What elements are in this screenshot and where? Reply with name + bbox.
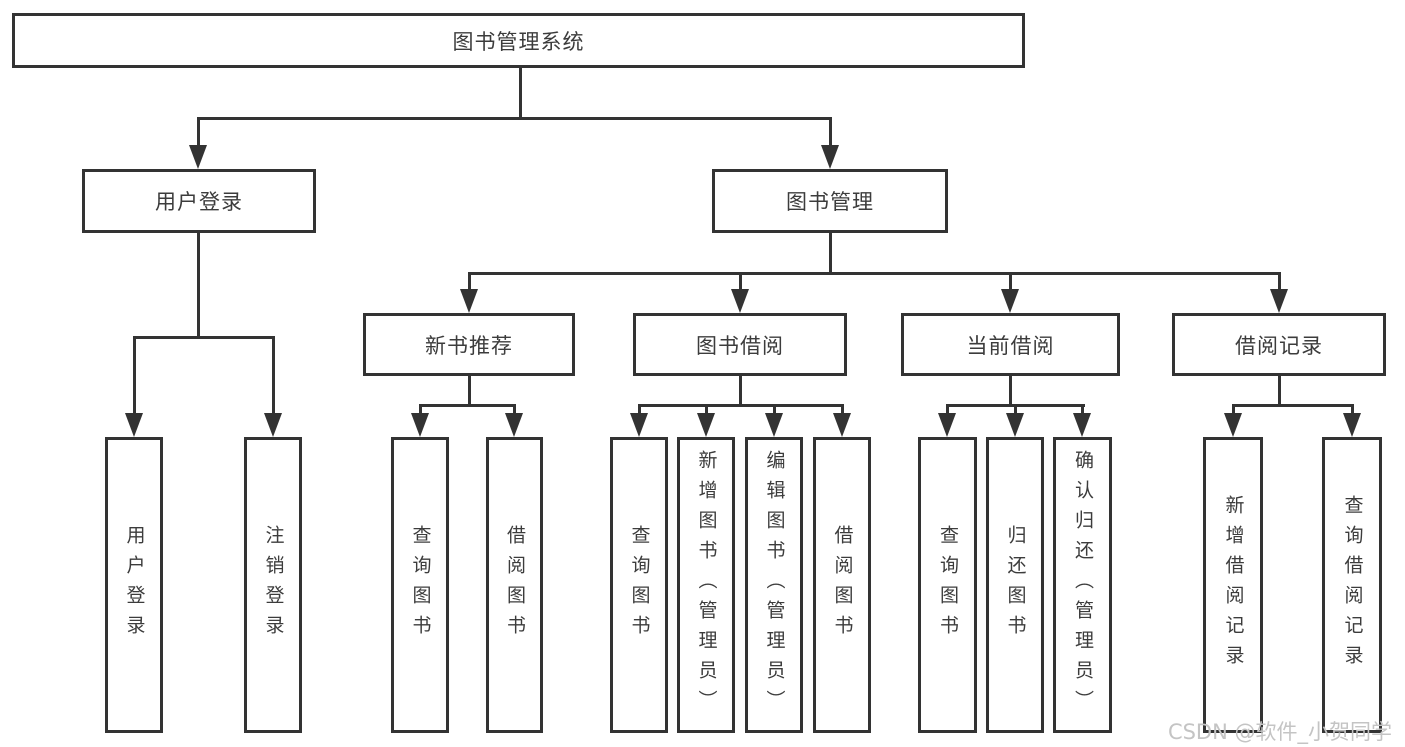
connector-stem xyxy=(739,376,742,407)
arrow-down-icon xyxy=(411,413,429,437)
leaf-query-books-3-label: 查询图书 xyxy=(937,525,959,645)
connector-shaft xyxy=(638,404,641,415)
leaf-borrow-books-1: 借阅图书 xyxy=(486,437,543,733)
node-user-login-branch-label: 用户登录 xyxy=(155,190,243,214)
connector-shaft xyxy=(419,404,422,415)
arrow-down-icon xyxy=(1001,289,1019,313)
arrow-down-icon xyxy=(833,413,851,437)
connector-shaft xyxy=(272,336,275,415)
leaf-borrow-books-2: 借阅图书 xyxy=(813,437,871,733)
connector-shaft xyxy=(705,404,708,415)
leaf-add-book-admin-label: 新增图书（管理员） xyxy=(695,450,718,720)
connector-root-crossbar xyxy=(197,117,832,120)
connector-stem xyxy=(1278,376,1281,407)
arrow-down-icon xyxy=(264,413,282,437)
connector-stem xyxy=(1009,376,1012,407)
node-book-management-label: 图书管理 xyxy=(786,190,874,214)
connector-crossbar xyxy=(1232,404,1354,407)
leaf-logout-label: 注销登录 xyxy=(262,525,285,645)
arrow-down-icon xyxy=(1343,413,1361,437)
leaf-add-book-admin: 新增图书（管理员） xyxy=(677,437,735,733)
arrow-down-icon xyxy=(765,413,783,437)
arrow-down-icon xyxy=(125,413,143,437)
node-root: 图书管理系统 xyxy=(12,13,1025,68)
arrow-down-icon xyxy=(630,413,648,437)
connector-crossbar xyxy=(133,336,275,339)
connector-shaft xyxy=(133,336,136,415)
arrow-down-icon xyxy=(505,413,523,437)
leaf-query-borrow-record: 查询借阅记录 xyxy=(1322,437,1382,733)
arrow-down-icon xyxy=(1270,289,1288,313)
arrow-down-icon xyxy=(731,289,749,313)
connector-shaft xyxy=(739,272,742,291)
leaf-query-books-1: 查询图书 xyxy=(391,437,449,733)
connector-shaft xyxy=(513,404,516,415)
connector-shaft xyxy=(1014,404,1017,415)
connector-stem xyxy=(197,233,200,339)
leaf-query-books-1-label: 查询图书 xyxy=(409,525,432,645)
node-borrowing-records: 借阅记录 xyxy=(1172,313,1386,376)
leaf-user-login-label: 用户登录 xyxy=(123,525,146,645)
connector-shaft xyxy=(1009,272,1012,291)
connector-shaft xyxy=(773,404,776,415)
leaf-borrow-books-1-label: 借阅图书 xyxy=(504,525,526,645)
arrow-down-icon xyxy=(1224,413,1242,437)
connector-shaft xyxy=(1081,404,1084,415)
leaf-add-borrow-record-label: 新增借阅记录 xyxy=(1222,495,1245,675)
node-user-login-branch: 用户登录 xyxy=(82,169,316,233)
node-current-borrowing: 当前借阅 xyxy=(901,313,1120,376)
connector-shaft xyxy=(841,404,844,415)
arrow-down-icon xyxy=(1073,413,1091,437)
connector-shaft xyxy=(1278,272,1281,291)
leaf-add-borrow-record: 新增借阅记录 xyxy=(1203,437,1263,733)
node-borrowing-records-label: 借阅记录 xyxy=(1235,333,1323,358)
leaf-return-book: 归还图书 xyxy=(986,437,1044,733)
connector-shaft xyxy=(468,272,471,291)
csdn-watermark: CSDN @软件_小贺同学 xyxy=(1167,720,1392,744)
connector-shaft xyxy=(1351,404,1354,415)
connector-stem xyxy=(468,376,471,407)
leaf-query-books-2-label: 查询图书 xyxy=(628,525,651,645)
connector-shaft xyxy=(946,404,949,415)
connector-shaft xyxy=(197,117,200,147)
node-book-borrowing: 图书借阅 xyxy=(633,313,847,376)
leaf-query-books-3: 查询图书 xyxy=(918,437,977,733)
connector-crossbar xyxy=(638,404,844,407)
arrow-down-icon xyxy=(697,413,715,437)
node-new-book-recommend: 新书推荐 xyxy=(363,313,575,376)
leaf-confirm-return-admin: 确认归还（管理员） xyxy=(1053,437,1112,733)
connector-crossbar xyxy=(419,404,516,407)
leaf-confirm-return-admin-label: 确认归还（管理员） xyxy=(1072,450,1094,720)
connector-stem xyxy=(829,233,832,275)
arrow-down-icon xyxy=(460,289,478,313)
leaf-logout: 注销登录 xyxy=(244,437,302,733)
connector-crossbar xyxy=(468,272,1281,275)
leaf-edit-book-admin: 编辑图书（管理员） xyxy=(745,437,803,733)
arrow-down-icon xyxy=(821,145,839,169)
leaf-user-login: 用户登录 xyxy=(105,437,163,733)
leaf-query-books-2: 查询图书 xyxy=(610,437,668,733)
arrow-down-icon xyxy=(189,145,207,169)
leaf-borrow-books-2-label: 借阅图书 xyxy=(831,525,854,645)
node-current-borrowing-label: 当前借阅 xyxy=(966,333,1055,358)
leaf-query-borrow-record-label: 查询借阅记录 xyxy=(1341,495,1364,675)
arrow-down-icon xyxy=(1006,413,1024,437)
node-new-book-recommend-label: 新书推荐 xyxy=(425,333,513,358)
node-book-management: 图书管理 xyxy=(712,169,948,233)
connector-root-stem xyxy=(519,68,522,120)
node-root-label: 图书管理系统 xyxy=(452,29,585,54)
leaf-edit-book-admin-label: 编辑图书（管理员） xyxy=(763,450,786,720)
node-book-borrowing-label: 图书借阅 xyxy=(696,333,784,358)
connector-shaft xyxy=(829,117,832,147)
arrow-down-icon xyxy=(938,413,956,437)
leaf-return-book-label: 归还图书 xyxy=(1004,525,1027,645)
connector-shaft xyxy=(1232,404,1235,415)
